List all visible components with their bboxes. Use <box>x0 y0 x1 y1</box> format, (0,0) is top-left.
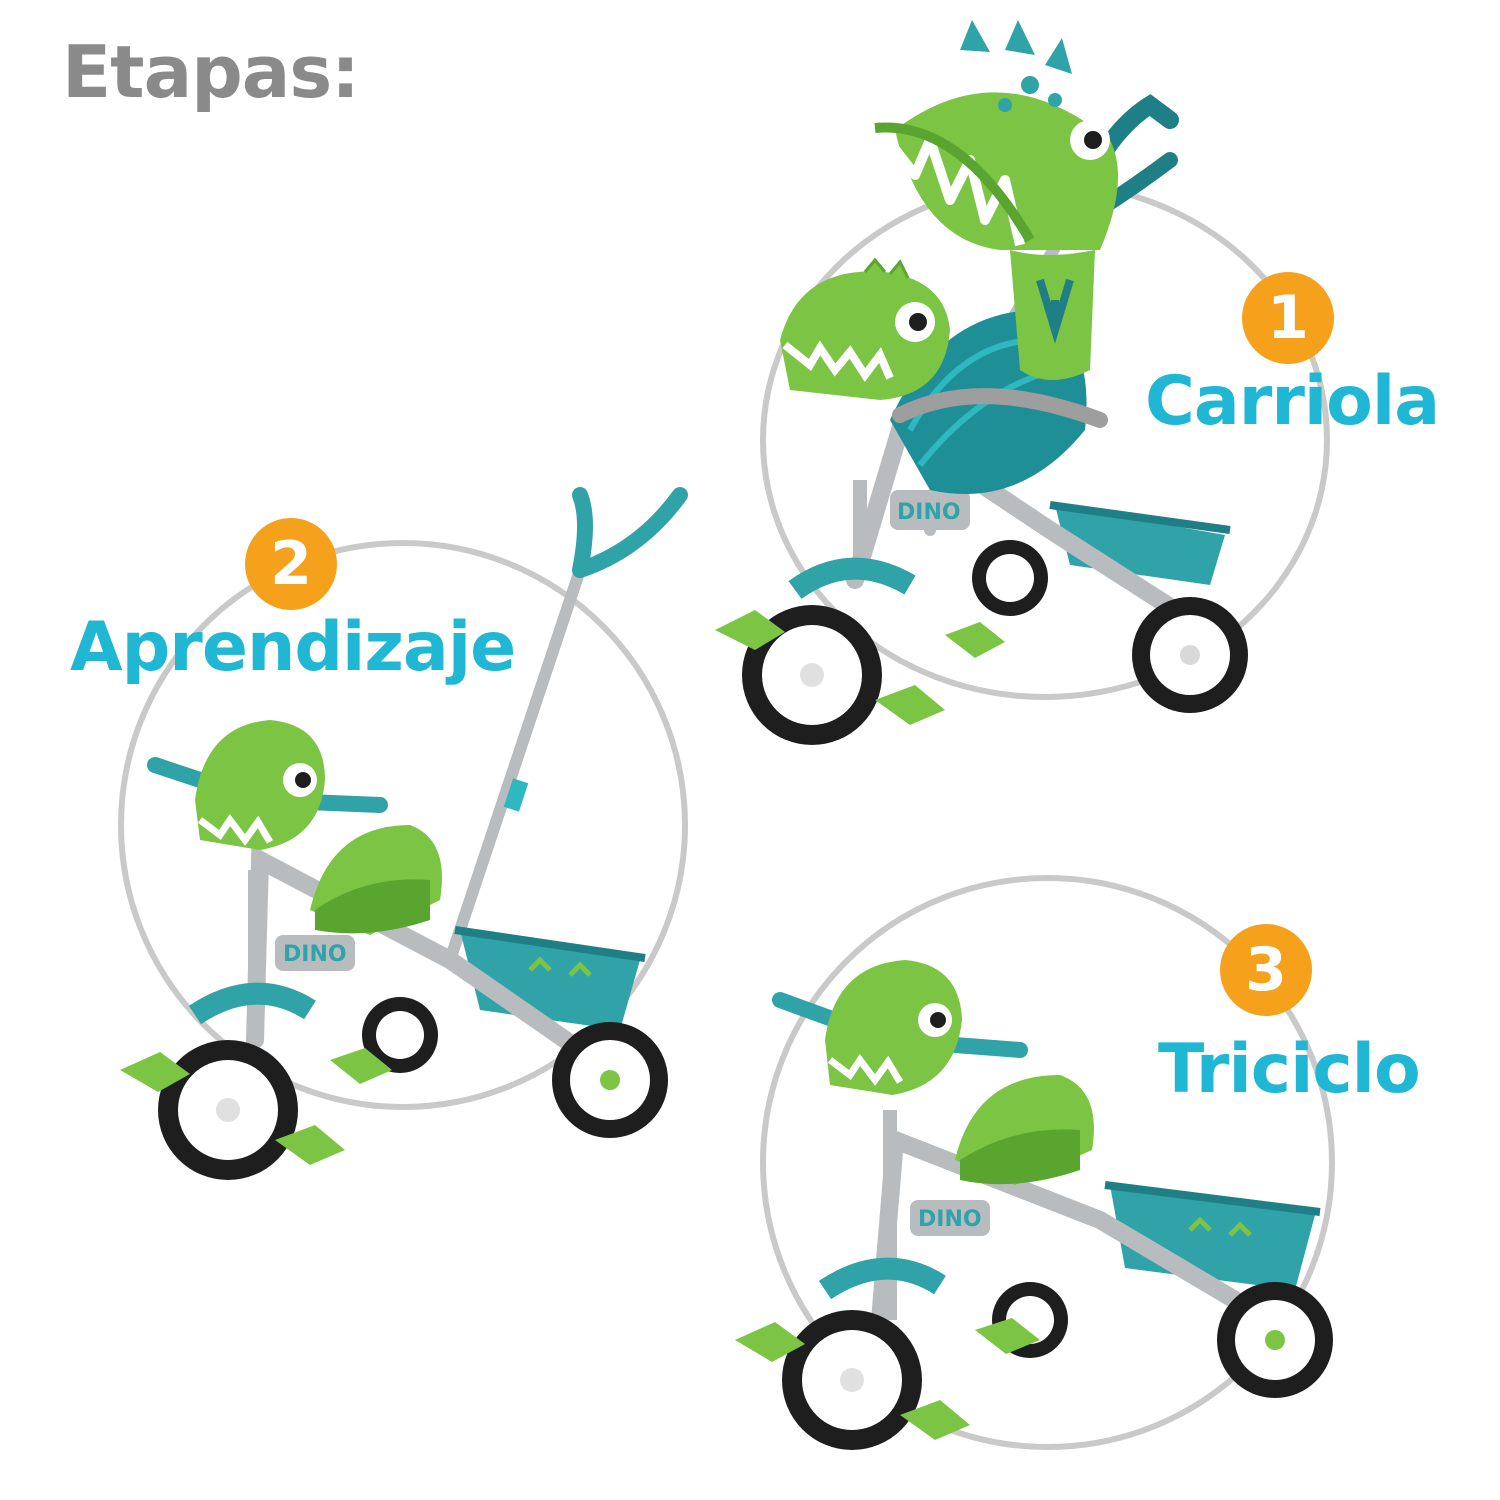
brand-decal: DINO <box>918 1207 982 1232</box>
brand-decal: DINO <box>897 500 961 525</box>
stage-1-badge: 1 <box>1242 272 1334 364</box>
stage-3-label: Triciclo <box>1158 1030 1421 1109</box>
stage-3-badge: 3 <box>1220 924 1312 1016</box>
brand-decal: DINO <box>283 942 347 967</box>
stage-2-badge: 2 <box>245 518 337 610</box>
learning-tricycle-image: DINO <box>120 487 688 1180</box>
tricycle-image: DINO <box>735 960 1333 1450</box>
stage-1-label: Carriola <box>1145 362 1440 441</box>
stage-2-ring <box>118 540 688 1110</box>
page-title: Etapas: <box>62 30 360 114</box>
stage-3-ring <box>760 875 1335 1450</box>
stage-2-label: Aprendizaje <box>70 608 516 687</box>
stroller-tricycle-image: DINO <box>715 20 1248 745</box>
